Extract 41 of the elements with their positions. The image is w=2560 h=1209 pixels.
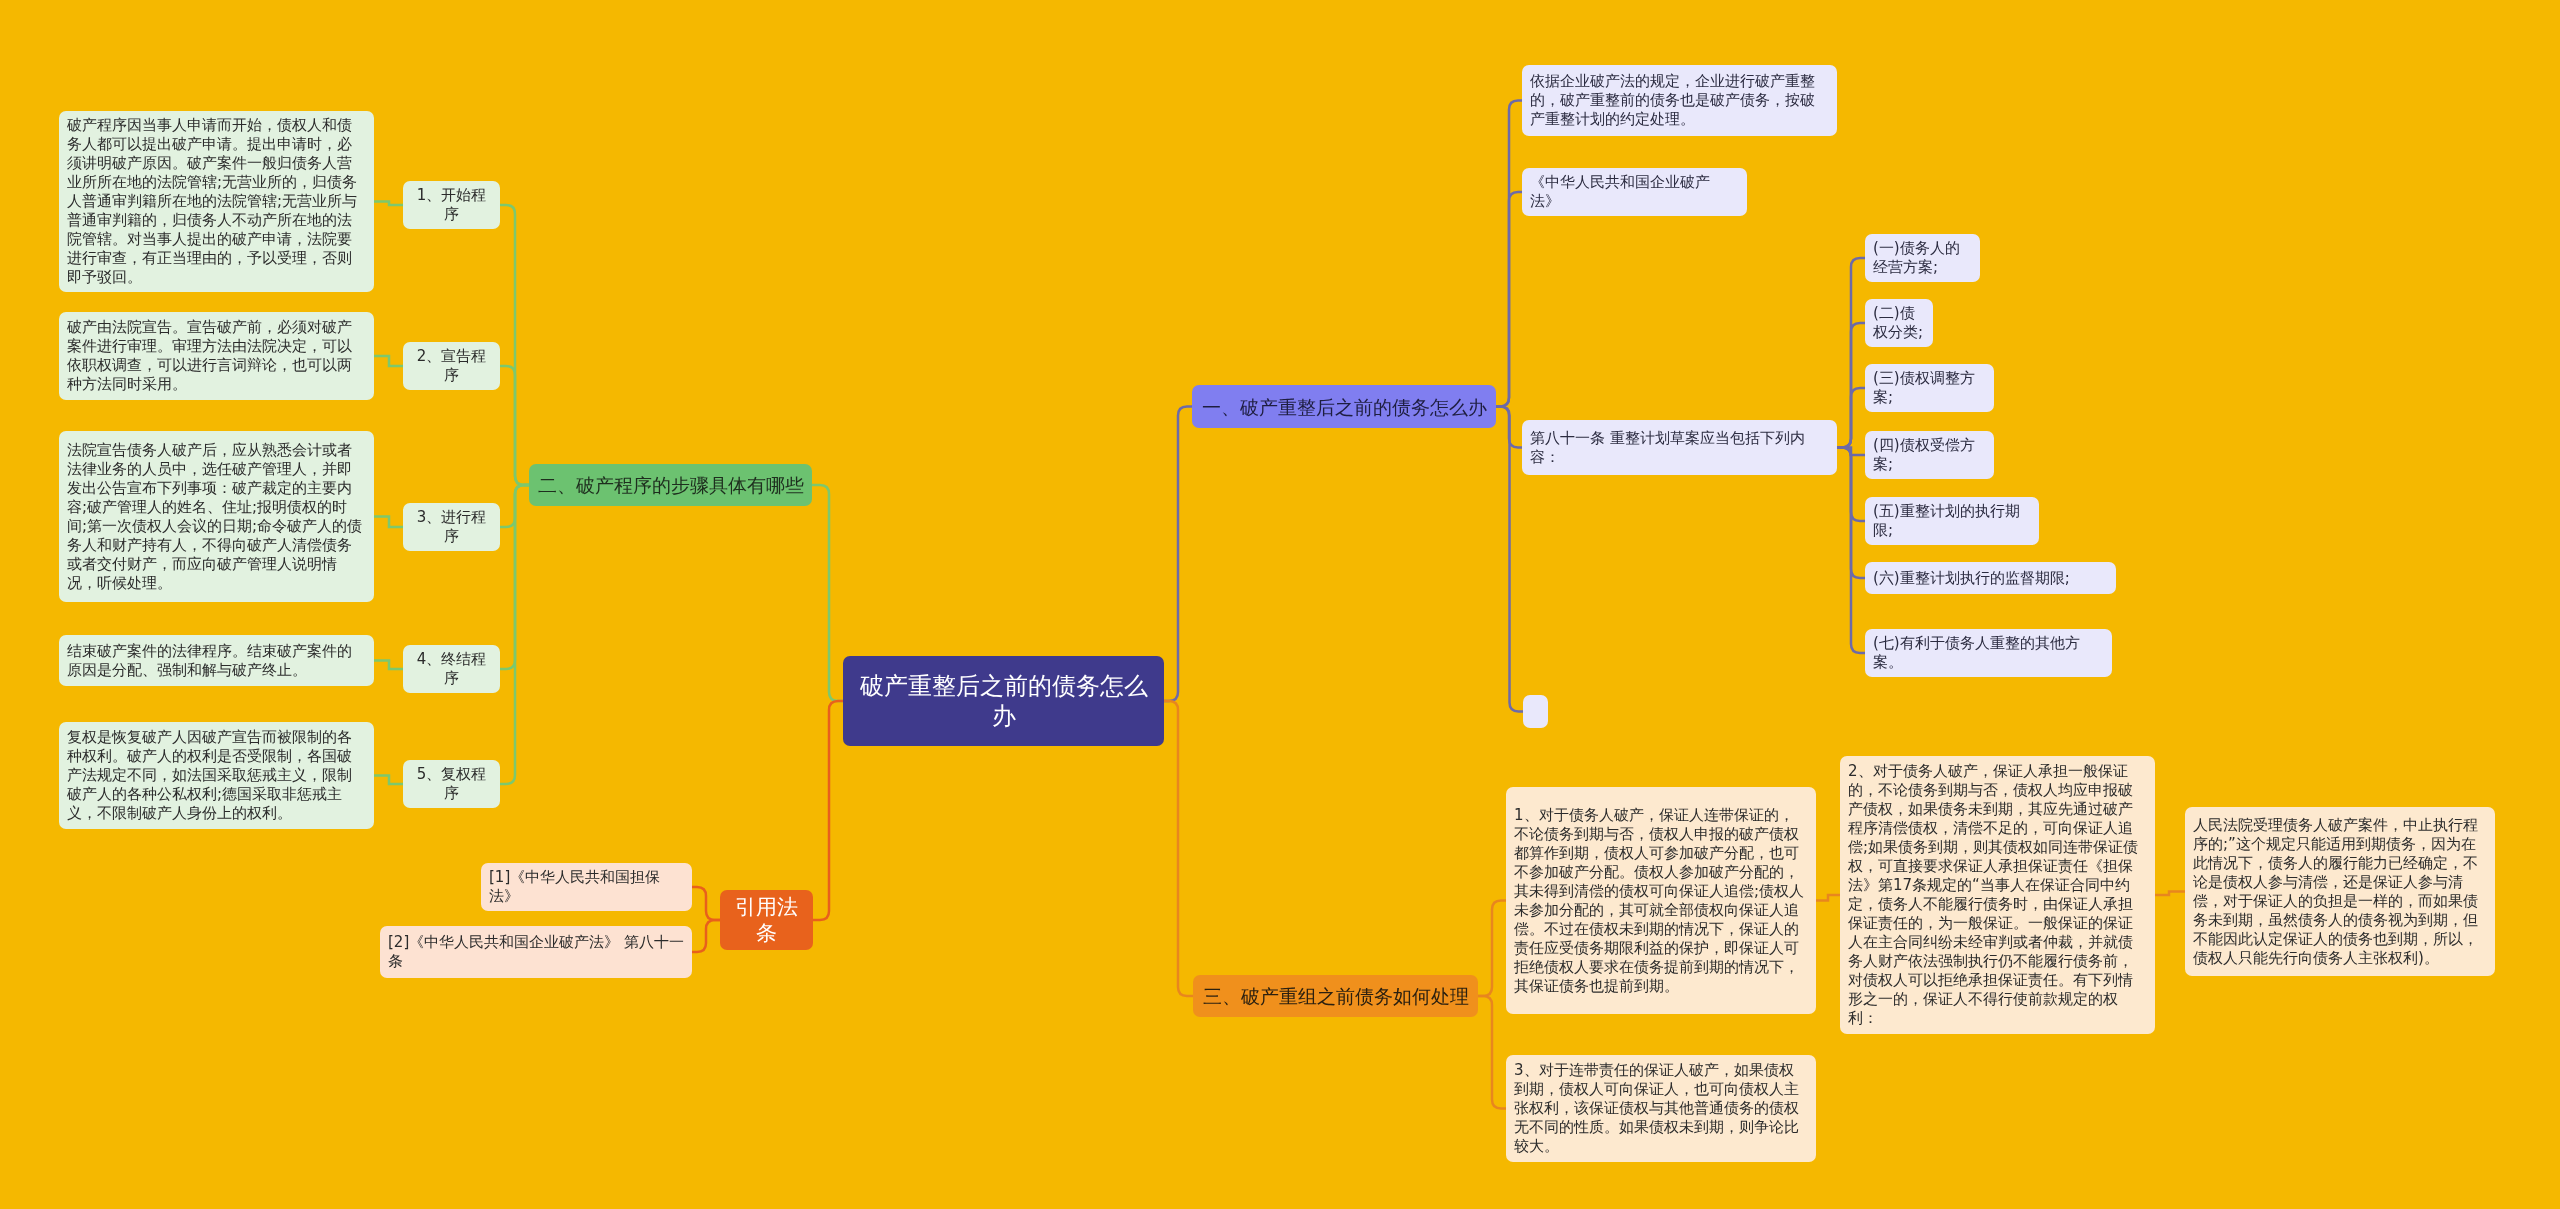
topic-box: [2]《中华人民共和国企业破产法》 第八十一条 (380, 926, 692, 978)
branch-box: 引用法条 (720, 890, 813, 950)
topic-box: 4、终结程序 (403, 645, 500, 693)
connector-line (692, 918, 720, 954)
connector-line (374, 200, 403, 207)
topic-box: (三)债权调整方案; (1865, 364, 1994, 412)
topic-box: (一)债务人的经营方案; (1865, 234, 1980, 282)
connector-line (1164, 699, 1193, 998)
note-box: 法院宣告债务人破产后，应从熟悉会计或者法律业务的人员中，选任破产管理人，并即发出公告宣布下列事项：破产裁定的主要内容;破产管理人的姓名、住址;报明债权的时间;第一次债权人会议的日期;命令破产人的债务人和财产持有人，不得向破产人清偿债务或者交付财产，而应向破产管理人说明情况，听候处理。 (59, 431, 374, 602)
branch-box: 一、破产重整后之前的债务怎么办 (1192, 385, 1496, 428)
central-topic-box: 破产重整后之前的债务怎么办 (843, 656, 1164, 746)
connector-line (374, 774, 403, 786)
topic-box: 第八十一条 重整计划草案应当包括下列内容： (1522, 420, 1837, 475)
note-box: 复权是恢复破产人因破产宣告而被限制的各种权利。破产人的权利是否受限制，各国破产法规定不同，如法国采取惩戒主义，限制破产人的各种公私权利;德国采取非惩戒主义，不限制破产人身份上的权利。 (59, 722, 374, 829)
topic-box: (二)债权分类; (1865, 299, 1933, 347)
connector-line (374, 515, 403, 529)
topic-box: 《中华人民共和国企业破产法》 (1522, 168, 1747, 216)
topic-box: 1、对于债务人破产，保证人连带保证的，不论债务到期与否，债权人申报的破产债权都算作到期，债权人可参加破产分配，也可不参加破产分配。债权人参加破产分配的，其未得到清偿的债权可向保证人追偿;债权人未参加分配的，其可就全部债权向保证人追偿。不过在债权未到期的情况下，保证人的责任应受债务期限利益的保护，即保证人可拒绝债权人要求在债务提前到期的情况下，其保证债务也提前到期。 (1506, 787, 1816, 1014)
connector-line (2155, 890, 2185, 897)
connector-line (374, 354, 403, 368)
topic-box: 3、对于连带责任的保证人破产，如果债权到期，债权人可向保证人，也可向债权人主张权利，该保证债权与其他普通债务的债权无不同的性质。如果债权未到期，则争论比较大。 (1506, 1055, 1816, 1162)
connector-line (1816, 893, 1840, 902)
topic-box: 1、开始程序 (403, 181, 500, 229)
topic-box: 2、对于债务人破产，保证人承担一般保证的，不论债务到期与否，债权人均应申报破产债权，如果债务未到期，其应先通过破产程序清偿债权，清偿不足的，可向保证人追偿;如果债务到期，则其债权如同连带保证债权，可直接要求保证人承担保证责任《担保法》第17条规定的“当事人在保证合同中约定，债务人不能履行债务时，由保证人承担保证责任的，为一般保证。一般保证的保证人在主合同纠纷未经审判或者仲裁，并就债务人财产依法强制执行仍不能履行债务前，对债权人可以拒绝承担保证责任。有下列情形之一的，保证人不得行使前款规定的权利： (1840, 756, 2155, 1034)
topic-box: 人民法院受理债务人破产案件，中止执行程序的;”这个规定只能适用到期债务，因为在此情况下，债务人的履行能力已经确定，不论是债权人参与清偿，还是保证人参与清偿，对于保证人的负担是一样的，而如果债务未到期，虽然债务人的债务视为到期，但不能因此认定保证人的债务也到期，所以，债权人只能先行向债务人主张权利)。 (2185, 807, 2495, 976)
topic-box: 依据企业破产法的规定，企业进行破产重整的，破产重整前的债务也是破产债务，按破产重整计划的约定处理。 (1522, 65, 1837, 136)
note-box: 结束破产案件的法律程序。结束破产案件的原因是分配、强制和解与破产终止。 (59, 635, 374, 686)
topic-box: (六)重整计划执行的监督期限; (1865, 562, 2116, 594)
topic-box: 2、宣告程序 (403, 342, 500, 390)
topic-box: [1]《中华人民共和国担保法》 (481, 863, 692, 911)
connector-line (374, 659, 403, 671)
topic-box: (四)债权受偿方案; (1865, 431, 1994, 479)
branch-box: 二、破产程序的步骤具体有哪些 (529, 464, 812, 506)
branch-box: 三、破产重组之前债务如何处理 (1193, 975, 1478, 1017)
topic-box: 3、进行程序 (403, 503, 500, 551)
note-box: 破产由法院宣告。宣告破产前，必须对破产案件进行审理。审理方法由法院决定，可以依职权调查，可以进行言词辩论，也可以两种方法同时采用。 (59, 312, 374, 400)
empty-box (1523, 695, 1548, 728)
topic-box: 5、复权程序 (403, 760, 500, 808)
topic-box: (五)重整计划的执行期限; (1865, 497, 2039, 545)
note-box: 破产程序因当事人申请而开始，债权人和债务人都可以提出破产申请。提出申请时，必须讲明破产原因。破产案件一般归债务人营业所所在地的法院管辖;无营业所的，归债务人普通审判籍所在地的法院管辖;无营业所与普通审判籍的，归债务人不动产所在地的法院管辖。对当事人提出的破产申请，法院要进行审查，有正当理由的，予以受理，否则即予驳回。 (59, 111, 374, 292)
topic-box: (七)有利于债务人重整的其他方案。 (1865, 629, 2112, 677)
